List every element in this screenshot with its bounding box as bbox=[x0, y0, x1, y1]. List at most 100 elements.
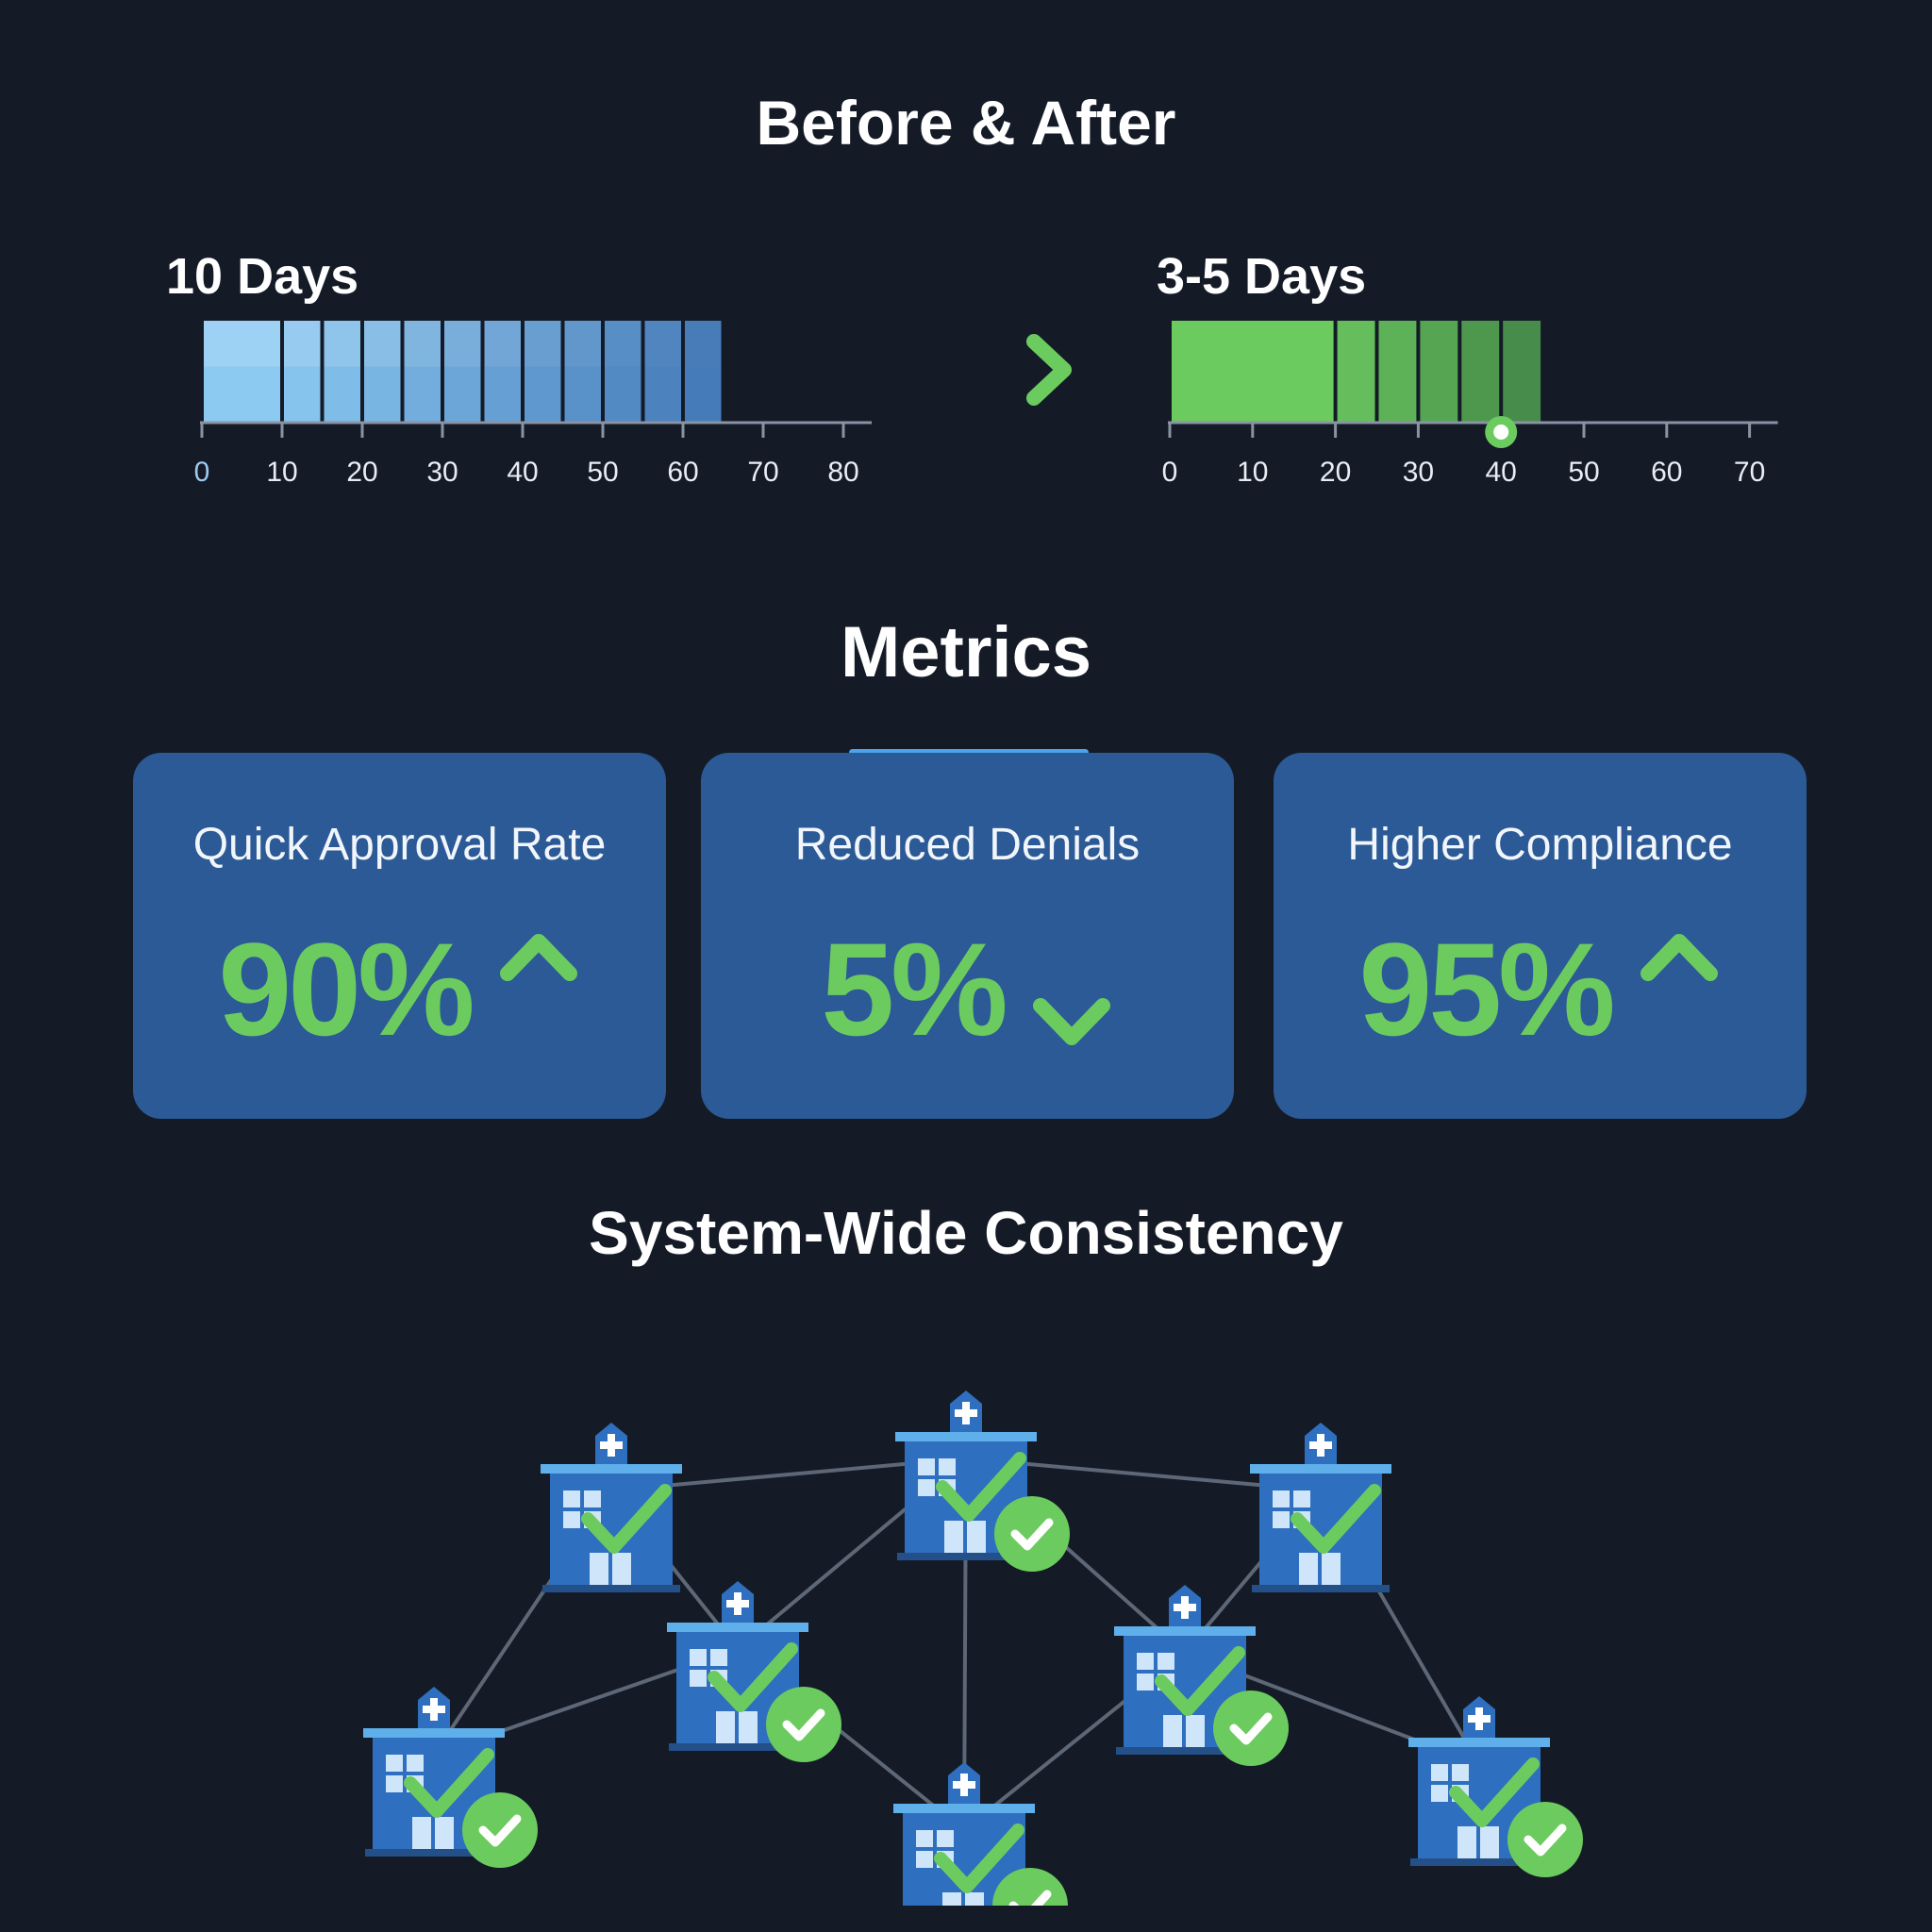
check-mark bbox=[1229, 1712, 1273, 1745]
hospital-window bbox=[1431, 1764, 1448, 1781]
timeline-segment bbox=[1172, 321, 1334, 423]
timeline-segment bbox=[444, 321, 481, 423]
hospital-door bbox=[944, 1521, 963, 1553]
timeline-segment bbox=[1420, 321, 1458, 423]
check-icon bbox=[1291, 1484, 1381, 1554]
hospital-window bbox=[1158, 1653, 1174, 1670]
tick-label: 60 bbox=[667, 457, 698, 488]
segment-highlight bbox=[685, 321, 722, 367]
timeline-segment bbox=[1337, 321, 1375, 423]
hospital-eave bbox=[1114, 1626, 1256, 1636]
hospital-window bbox=[916, 1851, 933, 1868]
check-circle-icon bbox=[994, 1496, 1070, 1572]
metric-value: 95% bbox=[1358, 915, 1615, 1063]
hospital-window bbox=[690, 1649, 707, 1666]
hospital-base bbox=[669, 1743, 807, 1751]
hospital-icon bbox=[1250, 1423, 1391, 1592]
check-icon bbox=[404, 1748, 494, 1818]
check-mark bbox=[1010, 1518, 1054, 1551]
up-arrow-icon bbox=[1640, 934, 1718, 1050]
right-arrow-icon bbox=[945, 334, 1072, 406]
timeline-segment bbox=[1503, 321, 1541, 423]
tick-label: 50 bbox=[587, 457, 618, 488]
tick-label: 60 bbox=[1651, 457, 1682, 488]
segment-highlight bbox=[564, 321, 601, 367]
hospital-window bbox=[1137, 1674, 1154, 1690]
hospital-window bbox=[918, 1458, 935, 1475]
check-mark bbox=[478, 1814, 522, 1847]
hospital-icon bbox=[363, 1687, 538, 1868]
tick-label: 50 bbox=[1568, 457, 1599, 488]
hospital-window bbox=[1273, 1491, 1290, 1507]
hospital-icon bbox=[893, 1762, 1068, 1906]
timeline-segment bbox=[1378, 321, 1417, 423]
up-arrow-icon bbox=[499, 934, 577, 1050]
segment-highlight bbox=[444, 321, 481, 367]
hospital-base bbox=[897, 1553, 1035, 1560]
tick-label: 70 bbox=[747, 457, 778, 488]
hospital-eave bbox=[895, 1432, 1037, 1441]
hospital-window bbox=[937, 1830, 954, 1847]
before-timeline-label: 10 Days bbox=[166, 248, 359, 305]
hospital-eave bbox=[667, 1623, 808, 1632]
hospital-eave bbox=[893, 1804, 1035, 1813]
tick-label: 10 bbox=[266, 457, 297, 488]
cross-horizontal bbox=[1309, 1441, 1332, 1449]
hospital-window bbox=[563, 1511, 580, 1528]
hospital-door bbox=[965, 1892, 984, 1906]
hospital-window bbox=[1137, 1653, 1154, 1670]
metric-card-approval: Quick Approval Rate 90% bbox=[133, 753, 666, 1119]
timeline-segment bbox=[364, 321, 401, 423]
hospital-base bbox=[1410, 1858, 1548, 1866]
tick-label: 10 bbox=[1237, 457, 1268, 488]
hospital-icon bbox=[1408, 1696, 1583, 1877]
metric-title: Higher Compliance bbox=[1347, 820, 1733, 870]
hospital-door bbox=[1480, 1826, 1499, 1858]
system-wide-title: System-Wide Consistency bbox=[589, 1199, 1343, 1267]
check-mark bbox=[1008, 1890, 1052, 1906]
timeline-segment bbox=[204, 321, 280, 423]
segment-highlight bbox=[484, 321, 521, 367]
after-timeline-label: 3-5 Days bbox=[1157, 248, 1367, 305]
timeline-segment bbox=[685, 321, 722, 423]
hospital-window bbox=[407, 1755, 424, 1772]
hospital-base bbox=[1252, 1585, 1390, 1592]
before-after-title: Before & After bbox=[756, 88, 1176, 158]
hospital-window bbox=[563, 1491, 580, 1507]
cross-horizontal bbox=[726, 1600, 749, 1607]
cross-horizontal bbox=[953, 1781, 975, 1789]
metric-title: Reduced Denials bbox=[794, 820, 1141, 870]
hospital-door bbox=[1322, 1553, 1341, 1585]
hospital-icon bbox=[541, 1423, 682, 1592]
hospital-icon bbox=[895, 1391, 1070, 1572]
timeline-marker-center bbox=[1493, 425, 1509, 440]
card-accent-line bbox=[849, 749, 1089, 756]
hospital-window bbox=[918, 1479, 935, 1496]
hospital-window bbox=[584, 1491, 601, 1507]
metric-card-denials: Reduced Denials 5% bbox=[701, 753, 1234, 1119]
hospital-door bbox=[1457, 1826, 1476, 1858]
hospital-base bbox=[1116, 1747, 1254, 1755]
hospital-door bbox=[942, 1892, 961, 1906]
timeline-segment bbox=[605, 321, 641, 423]
tick-label: 0 bbox=[1162, 457, 1178, 488]
hospital-base bbox=[542, 1585, 680, 1592]
check-circle-icon bbox=[1213, 1690, 1289, 1766]
check-circle-icon bbox=[462, 1792, 538, 1868]
segment-highlight bbox=[645, 321, 682, 367]
segment-highlight bbox=[525, 321, 561, 367]
segment-highlight bbox=[324, 321, 360, 367]
timeline-segment bbox=[525, 321, 561, 423]
metric-title: Quick Approval Rate bbox=[192, 820, 607, 870]
hospital-window bbox=[690, 1670, 707, 1687]
tick-label: 70 bbox=[1734, 457, 1765, 488]
check-mark bbox=[782, 1708, 825, 1741]
metric-value: 90% bbox=[218, 915, 475, 1063]
hospital-eave bbox=[1250, 1464, 1391, 1474]
cross-horizontal bbox=[423, 1706, 445, 1713]
check-icon bbox=[1155, 1646, 1245, 1716]
tick-label: 80 bbox=[827, 457, 858, 488]
check-icon bbox=[936, 1452, 1026, 1522]
hospital-window bbox=[1293, 1491, 1310, 1507]
